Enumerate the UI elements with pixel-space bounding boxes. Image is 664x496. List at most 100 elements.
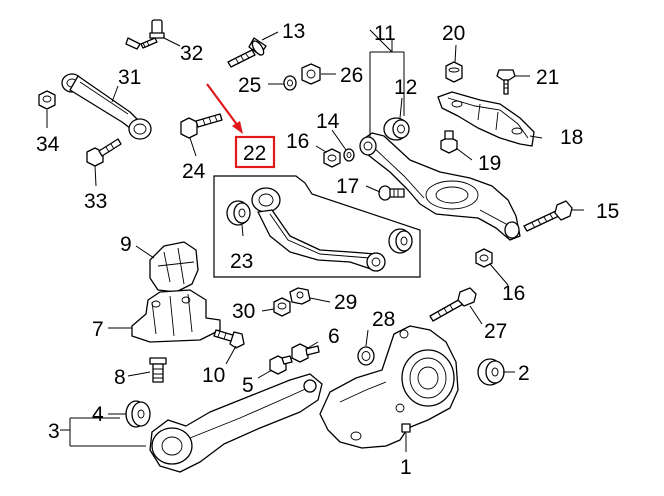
callout-34[interactable]: 34 — [36, 133, 60, 156]
part-23-bushing — [226, 200, 413, 254]
part-13-bolt — [227, 37, 267, 68]
part-5-bolt — [269, 355, 293, 375]
callout-5[interactable]: 5 — [242, 374, 254, 397]
part-29-bracket — [289, 287, 311, 305]
leader-29 — [309, 297, 331, 303]
part-34-nut — [38, 90, 56, 110]
callout-29[interactable]: 29 — [334, 291, 357, 314]
leader-16b — [489, 263, 509, 286]
part-21-clip — [496, 69, 516, 95]
part-14-washer — [343, 148, 355, 162]
part-1-knuckle — [319, 325, 459, 449]
callout-22[interactable]: 22 — [243, 142, 266, 165]
part-16-nut-upper — [323, 148, 341, 168]
leader-19 — [455, 147, 473, 161]
part-20-nut — [445, 61, 463, 83]
part-16-nut-lower — [475, 248, 493, 268]
callout-1[interactable]: 1 — [400, 456, 412, 479]
leader-8 — [127, 371, 151, 377]
callout-16b[interactable]: 16 — [502, 282, 525, 305]
leader-10 — [225, 345, 237, 365]
callout-9[interactable]: 9 — [120, 233, 132, 256]
leader-6 — [307, 341, 319, 349]
callout-14[interactable]: 14 — [316, 110, 340, 133]
part-30-nut — [273, 297, 291, 317]
leader-18 — [529, 135, 543, 139]
callout-24[interactable]: 24 — [182, 160, 206, 183]
part-25-washer — [283, 75, 297, 91]
callout-19[interactable]: 19 — [478, 152, 501, 175]
part-15-bolt — [523, 200, 573, 232]
callout-7[interactable]: 7 — [92, 318, 104, 341]
callout-12[interactable]: 12 — [394, 76, 417, 99]
part-17-bolt — [378, 185, 405, 201]
callout-31[interactable]: 31 — [118, 66, 141, 89]
callout-32[interactable]: 32 — [180, 42, 203, 65]
leader-31 — [111, 85, 119, 103]
leader-32 — [163, 37, 181, 47]
callout-2[interactable]: 2 — [518, 362, 530, 385]
callout-4[interactable]: 4 — [92, 403, 104, 426]
callout-23[interactable]: 23 — [230, 250, 253, 273]
leader-17 — [365, 185, 381, 193]
leader-12 — [399, 97, 403, 119]
callout-3[interactable]: 3 — [48, 420, 60, 443]
callout-22-highlight-box — [234, 135, 276, 169]
part-18-bracket — [437, 91, 535, 147]
part-12-bushing — [383, 117, 410, 141]
part-2-bushing — [477, 358, 505, 386]
part-24-bolt — [180, 113, 223, 139]
part-11-lower-control-arm — [359, 132, 521, 241]
callout-25[interactable]: 25 — [238, 74, 261, 97]
part-4-bushing — [125, 400, 151, 428]
callout-20[interactable]: 20 — [442, 22, 465, 45]
leader-20 — [454, 44, 457, 63]
part-10-bolt — [213, 329, 245, 349]
part-33-bolt — [86, 138, 122, 167]
leader-33 — [94, 165, 97, 187]
callout-27[interactable]: 27 — [484, 320, 507, 343]
leader-11 — [369, 29, 405, 138]
callout-11[interactable]: 11 — [374, 22, 396, 45]
leader-3 — [60, 417, 146, 447]
part-9-bump-stop — [149, 241, 199, 293]
leader-9 — [135, 245, 155, 259]
highlight-arrow — [206, 83, 243, 134]
callout-21[interactable]: 21 — [536, 66, 559, 89]
leader-lines — [46, 29, 584, 452]
leader-13 — [261, 31, 279, 41]
part-26-nut — [301, 63, 321, 85]
part-7-spring-seat — [131, 289, 221, 343]
leader-30 — [261, 308, 275, 312]
part-22-upper-control-arm — [251, 187, 386, 272]
callout-16a[interactable]: 16 — [286, 130, 309, 153]
callout-labels: 1 2 3 4 5 6 7 8 9 10 11 12 13 14 15 16 1… — [36, 20, 619, 479]
part-8-bolt — [149, 357, 167, 383]
leader-28 — [365, 329, 369, 347]
leader-23 — [241, 224, 244, 237]
part-27-bolt — [429, 287, 477, 322]
part-3-trailing-arm — [149, 373, 323, 473]
callout-8[interactable]: 8 — [114, 366, 126, 389]
callout-33[interactable]: 33 — [84, 190, 107, 213]
callout-6[interactable]: 6 — [328, 325, 340, 348]
part-19-bolt — [440, 130, 458, 154]
part-28-washer — [357, 346, 375, 366]
callout-15[interactable]: 15 — [596, 200, 619, 223]
leader-27 — [469, 305, 483, 325]
leader-16a — [315, 145, 327, 153]
leader-14 — [331, 129, 347, 151]
callout-13[interactable]: 13 — [282, 20, 305, 43]
callout-26[interactable]: 26 — [340, 64, 363, 87]
callout-17[interactable]: 17 — [336, 175, 359, 198]
callout-10[interactable]: 10 — [202, 364, 225, 387]
part-6-bolt — [291, 343, 320, 363]
callout-30[interactable]: 30 — [232, 300, 255, 323]
callout-18[interactable]: 18 — [560, 126, 583, 149]
leader-5 — [257, 369, 273, 379]
callout-28[interactable]: 28 — [372, 308, 395, 331]
leader-24 — [189, 137, 197, 157]
part-32-bolt — [125, 19, 165, 50]
inset-box — [213, 175, 421, 278]
